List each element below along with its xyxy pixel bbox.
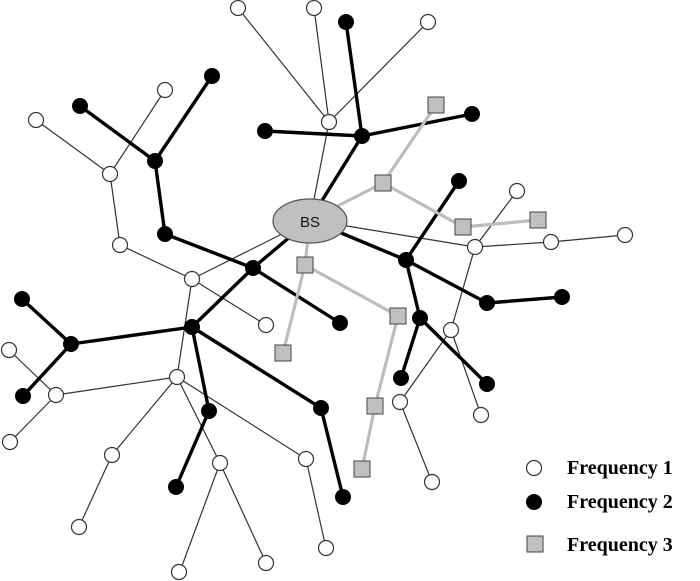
frequency-1-node — [472, 406, 490, 424]
frequency-2-node — [393, 370, 409, 386]
frequency-1-links — [8, 7, 626, 575]
frequency-2-node — [147, 153, 163, 169]
frequency-2-node — [184, 319, 200, 335]
legend-frequency-1-label: Frequency 1 — [567, 457, 673, 479]
frequency-1-node — [183, 270, 201, 288]
frequency-1-node — [423, 473, 441, 491]
frequency-1-node — [211, 454, 229, 472]
frequency-2-node — [335, 489, 351, 505]
frequency-1-node — [101, 165, 119, 183]
frequency-1-node — [391, 393, 409, 411]
frequency-1-node — [229, 0, 247, 17]
frequency-2-node — [338, 14, 354, 30]
frequency-1-node — [103, 446, 121, 464]
frequency-1-node — [466, 238, 484, 256]
frequency-1-node — [297, 450, 315, 468]
legend-frequency-3-label: Frequency 3 — [567, 534, 673, 556]
frequency-3-node — [389, 307, 407, 325]
frequency-1-node — [70, 518, 88, 536]
frequency-2-node — [313, 400, 329, 416]
frequency-2-node — [14, 291, 30, 307]
frequency-2-node — [245, 260, 261, 276]
frequency-3-node — [374, 174, 392, 192]
frequency-1-node — [508, 182, 526, 200]
frequency-1-node — [542, 233, 560, 251]
frequency-1-node — [616, 226, 634, 244]
frequency-2-node — [15, 388, 31, 404]
frequency-2-links — [20, 20, 564, 499]
frequency-2-node — [72, 98, 88, 114]
frequency-1-node — [111, 236, 129, 254]
frequency-2-node — [554, 289, 570, 305]
frequency-3-node — [427, 96, 445, 114]
frequency-1-nodes — [0, 0, 634, 581]
base-station-label: BS — [300, 214, 320, 231]
frequency-1-node — [1, 433, 19, 451]
frequency-2-node — [332, 315, 348, 331]
frequency-1-node — [168, 368, 186, 386]
frequency-1-node — [47, 386, 65, 404]
frequency-1-node — [156, 81, 174, 99]
frequency-2-node — [201, 403, 217, 419]
frequency-2-node — [168, 479, 184, 495]
legend-frequency-2-label: Frequency 2 — [567, 491, 673, 513]
frequency-3-node — [353, 460, 371, 478]
frequency-1-node — [170, 563, 188, 581]
frequency-2-nodes — [14, 14, 570, 505]
frequency-3-node — [366, 397, 384, 415]
frequency-2-node — [354, 128, 370, 144]
frequency-2-node — [479, 295, 495, 311]
frequency-1-node — [317, 539, 335, 557]
frequency-1-node — [257, 316, 275, 334]
base-station: BS — [272, 198, 348, 244]
frequency-3-node — [274, 344, 292, 362]
frequency-3-node — [454, 218, 472, 236]
frequency-2-node — [479, 376, 495, 392]
frequency-1-node — [27, 111, 45, 129]
frequency-1-node — [0, 341, 18, 359]
frequency-3-node — [296, 256, 314, 274]
frequency-2-node — [204, 68, 220, 84]
frequency-1-node — [257, 554, 275, 572]
frequency-2-node — [464, 106, 480, 122]
legend-frequency-2-marker — [526, 494, 542, 510]
frequency-1-node — [305, 0, 323, 17]
base-station-ellipse — [272, 198, 348, 244]
frequency-2-node — [412, 310, 428, 326]
frequency-2-node — [157, 226, 173, 242]
frequency-1-node — [320, 113, 338, 131]
legend-frequency-1-marker — [525, 459, 543, 477]
frequency-1-node — [419, 13, 437, 31]
frequency-2-node — [451, 173, 467, 189]
frequency-2-node — [398, 252, 414, 268]
legend-frequency-3-marker — [526, 535, 544, 553]
frequency-1-node — [442, 321, 460, 339]
frequency-3-node — [529, 211, 547, 229]
frequency-2-node — [63, 336, 79, 352]
frequency-2-node — [257, 123, 273, 139]
frequency-3-nodes — [274, 96, 547, 478]
legend: Frequency 1 Frequency 2 Frequency 3 — [525, 457, 673, 556]
